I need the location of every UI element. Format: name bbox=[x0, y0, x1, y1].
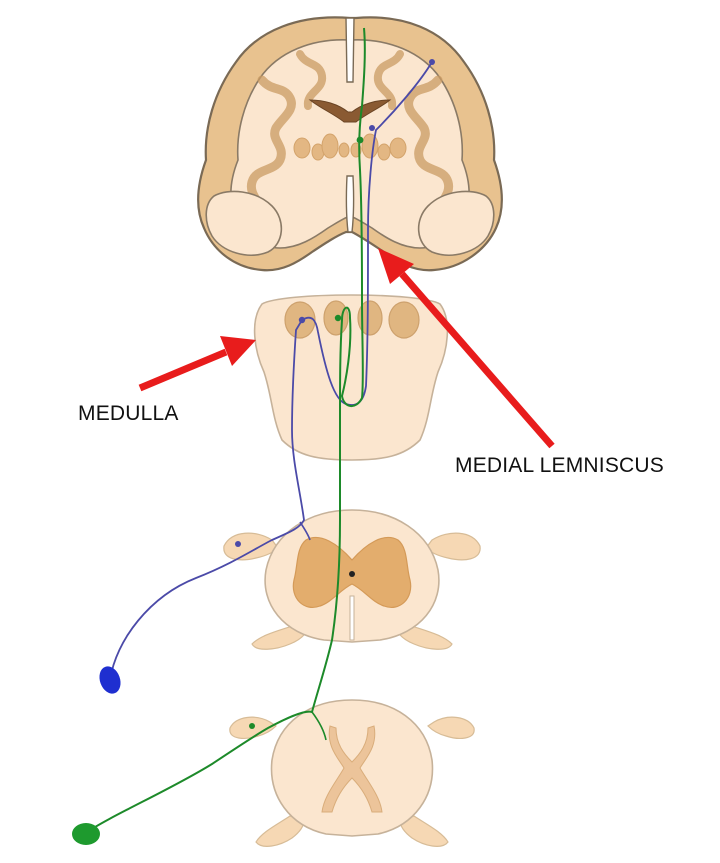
brain-gyri-left bbox=[246, 75, 296, 221]
green-pathway bbox=[72, 27, 366, 845]
lateral-ventricles bbox=[308, 99, 392, 123]
lower-fissure bbox=[345, 175, 355, 233]
thoracic-spinal-cord bbox=[229, 699, 475, 847]
brain-gyri-right-2 bbox=[373, 50, 404, 110]
arrow-to-medulla bbox=[138, 336, 256, 392]
brain-gyri-left-2 bbox=[296, 50, 327, 110]
blue-ganglion-dot bbox=[235, 541, 241, 547]
blue-receptor bbox=[99, 666, 121, 694]
green-ganglion-dot bbox=[249, 723, 255, 729]
thoracic-grey-matter bbox=[321, 725, 383, 813]
blue-pathway bbox=[99, 59, 435, 694]
green-nucleus-dot bbox=[334, 314, 342, 322]
thoracic-root-left-lower bbox=[255, 815, 305, 847]
cervical-spinal-cord bbox=[223, 509, 481, 650]
brain-temporal-lobe-left bbox=[205, 190, 283, 256]
green-receptor bbox=[72, 823, 100, 845]
green-branch-cord bbox=[311, 711, 327, 741]
medial-lemniscus-label: MEDIAL LEMNISCUS bbox=[455, 454, 664, 477]
blue-pathway-fiber bbox=[109, 61, 433, 681]
deep-nuclei bbox=[293, 133, 407, 161]
thoracic-root-right-upper bbox=[427, 716, 475, 739]
longitudinal-fissure bbox=[345, 17, 355, 83]
brain-temporal-lobe-right bbox=[417, 190, 495, 256]
blue-cortex-dot bbox=[429, 59, 435, 65]
green-thalamus-dot bbox=[356, 136, 364, 144]
blue-branch-cord bbox=[299, 521, 311, 541]
central-canal bbox=[349, 571, 355, 577]
brain-coronal-section bbox=[196, 16, 504, 272]
cervical-ventral-fissure bbox=[349, 595, 355, 641]
blue-nucleus-dot bbox=[298, 316, 306, 324]
blue-thalamus-dot bbox=[369, 125, 375, 131]
arrow-to-medial-lemniscus bbox=[378, 248, 555, 449]
medulla-section bbox=[253, 294, 449, 461]
green-pathway-fiber bbox=[83, 27, 366, 835]
thoracic-root-right-lower bbox=[399, 815, 449, 847]
medulla-label: MEDULLA bbox=[78, 402, 179, 425]
brain-gyri-right bbox=[404, 75, 454, 221]
